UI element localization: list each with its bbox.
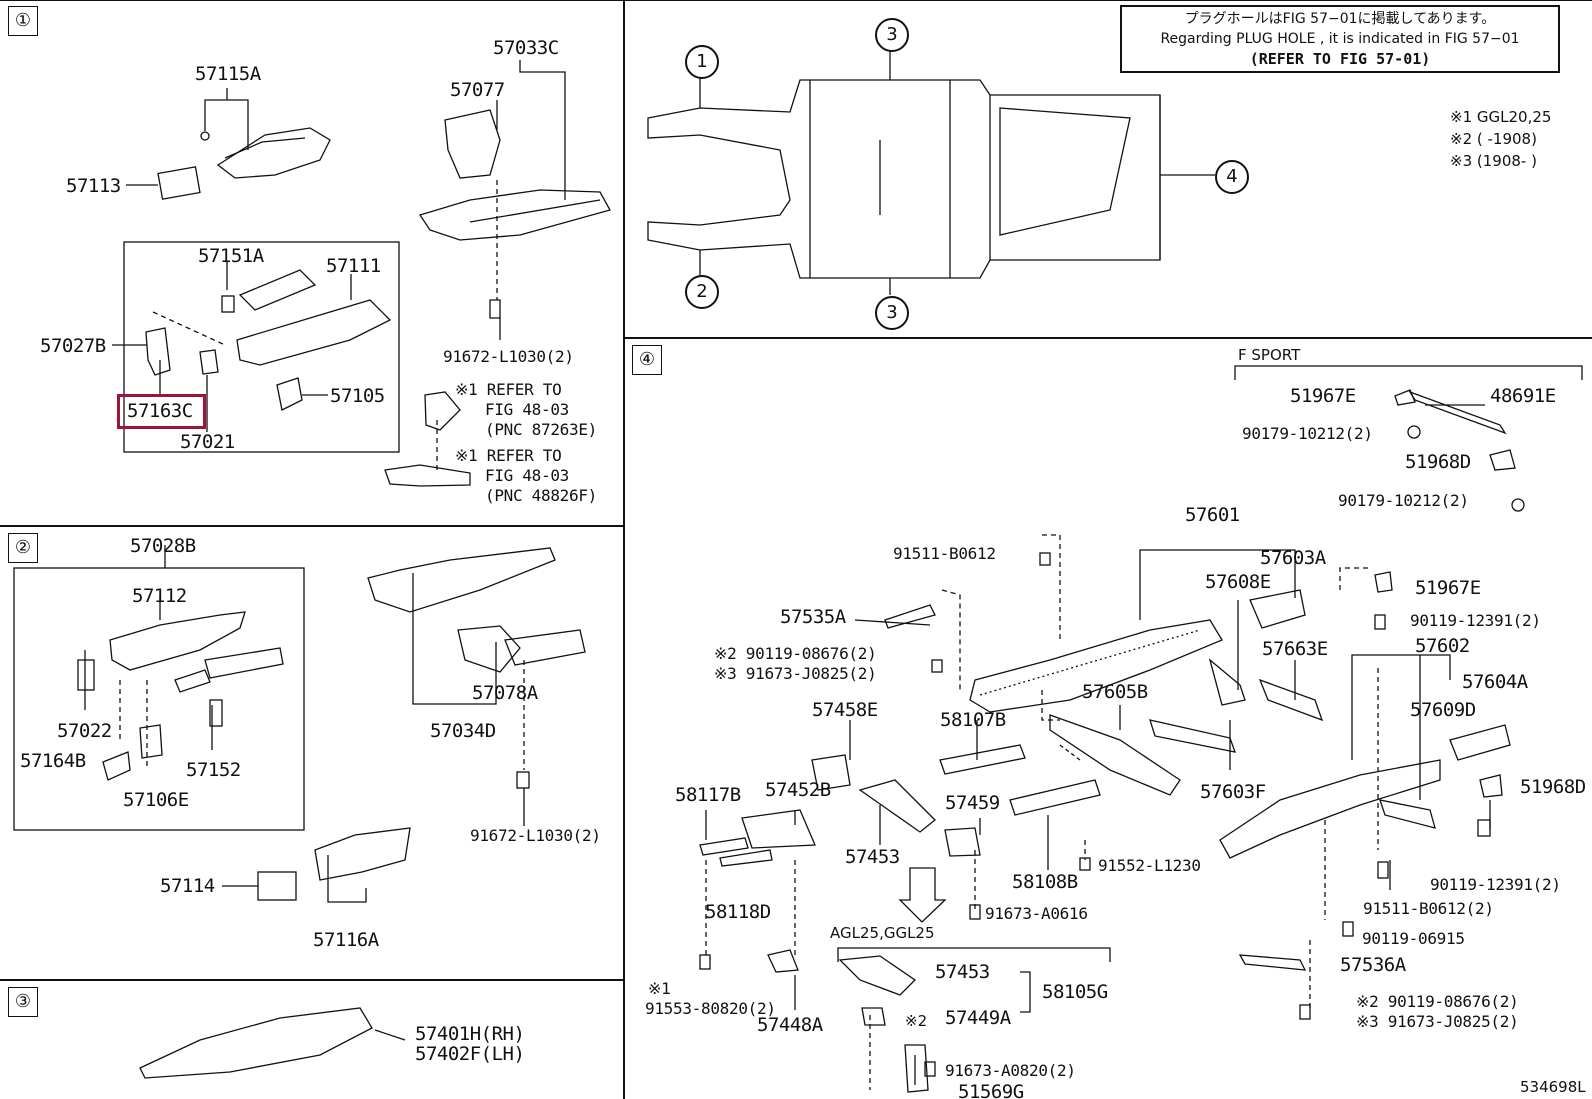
part-57602[interactable]: 57602	[1415, 635, 1470, 657]
legend-1: ※1 GGL20,25	[1450, 108, 1552, 126]
part-57151A[interactable]: 57151A	[198, 245, 264, 267]
part-57401H[interactable]: 57401H(RH)	[415, 1023, 525, 1045]
part-57604A[interactable]: 57604A	[1462, 671, 1528, 693]
ref2-line2: FIG 48-03	[485, 466, 569, 485]
part-57536A[interactable]: 57536A	[1340, 954, 1406, 976]
part-57027B[interactable]: 57027B	[40, 335, 106, 357]
part-57115A[interactable]: 57115A	[195, 63, 261, 85]
selected-part-highlight	[117, 394, 206, 429]
frame-callout-4: 4	[1215, 160, 1249, 194]
agl-ggl-label: AGL25,GGL25	[830, 924, 935, 942]
part-91553[interactable]: 91553-80820(2)	[645, 999, 776, 1018]
part-57603A[interactable]: 57603A	[1260, 547, 1326, 569]
part-91672-s2[interactable]: 91672-L1030(2)	[470, 826, 601, 845]
section-1-marker: ①	[8, 6, 38, 36]
part-91553-mark: ※1	[648, 979, 671, 998]
diagram-id: 534698L	[1520, 1078, 1586, 1096]
part-91673-d[interactable]: 91673-A0820(2)	[945, 1061, 1076, 1080]
part-57021[interactable]: 57021	[180, 431, 235, 453]
part-58105G[interactable]: 58105G	[1042, 981, 1108, 1003]
part-57448A[interactable]: 57448A	[757, 1014, 823, 1036]
ref1-line1: ※1 REFER TO	[455, 380, 562, 399]
section-3-marker: ③	[8, 987, 38, 1017]
ref2-line1: ※1 REFER TO	[455, 446, 562, 465]
part-57113[interactable]: 57113	[66, 175, 121, 197]
part-51968D-a[interactable]: 51968D	[1405, 451, 1471, 473]
part-57608E[interactable]: 57608E	[1205, 571, 1271, 593]
part-58118D[interactable]: 58118D	[705, 901, 771, 923]
part-91672-s1[interactable]: 91672-L1030(2)	[443, 347, 574, 366]
frame-callout-3-top: 3	[875, 18, 909, 52]
note-line-1: プラグホールはFIG 57−01に掲載してあります。	[1184, 11, 1496, 27]
frame-callout-2: 2	[685, 275, 719, 309]
part-57453-b[interactable]: 57453	[935, 961, 990, 983]
part-51569G[interactable]: 51569G	[958, 1081, 1024, 1099]
ref2-line3: (PNC 48826F)	[485, 486, 597, 505]
note-line-3: (REFER TO FIG 57-01)	[1249, 50, 1431, 68]
mark-2: ※2	[905, 1012, 928, 1030]
part-57163C[interactable]: 57163C	[127, 400, 193, 422]
part-57609D[interactable]: 57609D	[1410, 699, 1476, 721]
part-57028B[interactable]: 57028B	[130, 535, 196, 557]
part-90119-b[interactable]: ※2 90119-08676(2)	[714, 644, 877, 663]
part-57605B[interactable]: 57605B	[1082, 681, 1148, 703]
part-57033C[interactable]: 57033C	[493, 37, 559, 59]
legend-2: ※2 ( -1908)	[1450, 130, 1537, 148]
part-57453-a[interactable]: 57453	[845, 846, 900, 868]
note-line-2: Regarding PLUG HOLE , it is indicated in…	[1160, 31, 1520, 47]
part-57603F[interactable]: 57603F	[1200, 781, 1266, 803]
part-57112[interactable]: 57112	[132, 585, 187, 607]
part-90119-e[interactable]: ※2 90119-08676(2)	[1356, 992, 1519, 1011]
part-51967E-b[interactable]: 51967E	[1415, 577, 1481, 599]
f-sport-label: F SPORT	[1238, 346, 1301, 364]
plug-hole-note: プラグホールはFIG 57−01に掲載してあります。 Regarding PLU…	[1120, 5, 1560, 73]
part-57116A[interactable]: 57116A	[313, 929, 379, 951]
part-58117B[interactable]: 58117B	[675, 784, 741, 806]
part-57459[interactable]: 57459	[945, 792, 1000, 814]
part-57402F[interactable]: 57402F(LH)	[415, 1043, 525, 1065]
part-57535A[interactable]: 57535A	[780, 606, 846, 628]
part-91673-a[interactable]: ※3 91673-J0825(2)	[714, 664, 877, 683]
part-51967E-a[interactable]: 51967E	[1290, 385, 1356, 407]
part-91552[interactable]: 91552-L1230	[1098, 856, 1201, 875]
part-57663E[interactable]: 57663E	[1262, 638, 1328, 660]
part-57164B[interactable]: 57164B	[20, 750, 86, 772]
part-90179-b[interactable]: 90179-10212(2)	[1338, 491, 1469, 510]
part-91673-c[interactable]: ※3 91673-J0825(2)	[1356, 1012, 1519, 1031]
part-90119-c[interactable]: 90119-12391(2)	[1430, 875, 1561, 894]
part-57152[interactable]: 57152	[186, 759, 241, 781]
part-90119-a[interactable]: 90119-12391(2)	[1410, 611, 1541, 630]
section-2-marker: ②	[8, 533, 38, 563]
part-48691E[interactable]: 48691E	[1490, 385, 1556, 407]
frame-callout-1: 1	[685, 45, 719, 79]
part-91511-a[interactable]: 91511-B0612	[893, 544, 996, 563]
section-4-marker: ④	[632, 345, 662, 375]
part-57449A[interactable]: 57449A	[945, 1007, 1011, 1029]
ref1-line3: (PNC 87263E)	[485, 420, 597, 439]
part-57452B[interactable]: 57452B	[765, 779, 831, 801]
part-57601[interactable]: 57601	[1185, 504, 1240, 526]
part-57114[interactable]: 57114	[160, 875, 215, 897]
part-57111[interactable]: 57111	[326, 255, 381, 277]
part-57034D[interactable]: 57034D	[430, 720, 496, 742]
part-90179-a[interactable]: 90179-10212(2)	[1242, 424, 1373, 443]
part-58107B[interactable]: 58107B	[940, 709, 1006, 731]
legend-3: ※3 (1908- )	[1450, 152, 1537, 170]
part-57106E[interactable]: 57106E	[123, 789, 189, 811]
part-57458E[interactable]: 57458E	[812, 699, 878, 721]
part-91511-b[interactable]: 91511-B0612(2)	[1363, 899, 1494, 918]
frame-callout-3-bottom: 3	[875, 296, 909, 330]
part-91673-b[interactable]: 91673-A0616	[985, 904, 1088, 923]
part-58108B[interactable]: 58108B	[1012, 871, 1078, 893]
part-57105[interactable]: 57105	[330, 385, 385, 407]
part-51968D-b[interactable]: 51968D	[1520, 776, 1586, 798]
part-57077[interactable]: 57077	[450, 79, 505, 101]
ref1-line2: FIG 48-03	[485, 400, 569, 419]
part-57022[interactable]: 57022	[57, 720, 112, 742]
part-57078A[interactable]: 57078A	[472, 682, 538, 704]
part-90119-d[interactable]: 90119-06915	[1362, 929, 1465, 948]
